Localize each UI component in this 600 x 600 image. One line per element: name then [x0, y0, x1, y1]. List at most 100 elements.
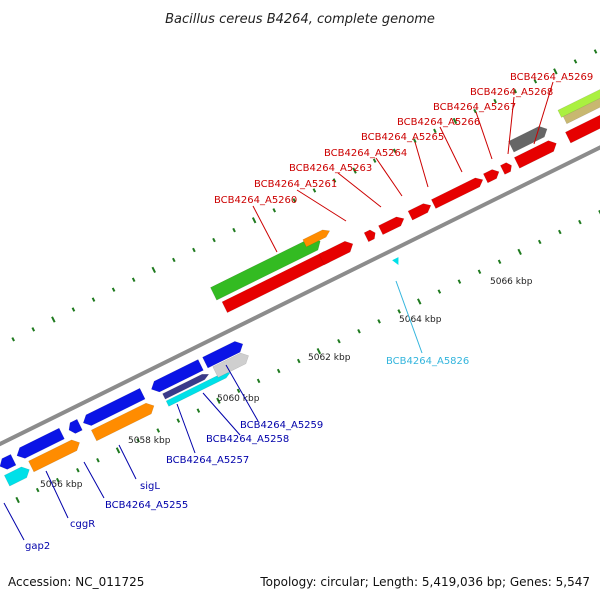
kbp-label-5058: 5058 kbp [128, 436, 171, 446]
gene-orange-2 [90, 402, 155, 442]
gene-label-A5261: BCB4264_A5261 [254, 179, 337, 190]
tick-mark [91, 297, 96, 302]
genome-backbone [0, 127, 600, 451]
tick-mark [517, 248, 522, 255]
gene-red-9 [513, 140, 557, 169]
tick-mark [558, 229, 562, 235]
tick-mark [71, 307, 76, 312]
gene-blue-2 [68, 418, 83, 434]
tick-marks [11, 49, 600, 504]
tick-mark [272, 208, 277, 213]
gene-red-3 [363, 229, 376, 243]
gene-label-gap2: gap2 [25, 541, 50, 552]
tick-mark [276, 368, 281, 374]
gene-cyan-marker [392, 257, 399, 265]
tick-mark [533, 79, 538, 84]
tick-mark [136, 438, 140, 443]
tick-row-bottom [15, 209, 600, 504]
gene-label-cggR: cggR [70, 519, 95, 530]
gene-navy [162, 374, 210, 400]
gene-cyan-edge [3, 466, 30, 487]
tick-mark [111, 287, 116, 292]
tick-mark [212, 237, 216, 243]
gene-blue-4 [151, 359, 204, 393]
tick-mark [15, 496, 20, 504]
tick-mark [131, 277, 136, 283]
gene-red-5 [407, 203, 432, 221]
tick-mark [537, 239, 542, 245]
tick-mark [31, 327, 36, 332]
tick-mark [352, 167, 357, 174]
tick-mark [232, 227, 236, 233]
gene-label-A5269: BCB4264_A5269 [510, 72, 593, 83]
gene-label-A5258: BCB4264_A5258 [206, 434, 289, 445]
gene-green [210, 237, 321, 301]
accession-text: Accession: NC_011725 [8, 575, 145, 589]
gene-label-A5264: BCB4264_A5264 [324, 148, 407, 159]
tick-mark [251, 217, 257, 224]
kbp-label-5060: 5060 kbp [217, 394, 260, 404]
gene-label-A5268: BCB4264_A5268 [470, 87, 553, 98]
tick-mark [156, 428, 160, 433]
tick-mark [372, 158, 377, 163]
gene-label-sigL: sigL [140, 481, 160, 492]
tick-mark [513, 88, 518, 94]
tick-mark [292, 198, 297, 203]
tick-mark [593, 49, 598, 54]
tick-mark [296, 358, 301, 364]
tick-mark [316, 347, 322, 355]
gene-blue-5 [202, 341, 244, 369]
gene-label-A5257: BCB4264_A5257 [166, 455, 249, 466]
gene-cyan [165, 372, 231, 407]
label-leader-lines [3, 81, 554, 541]
tick-mark [216, 397, 221, 404]
kbp-label-5062: 5062 kbp [308, 353, 351, 363]
gene-label-A5260: BCB4264_A5260 [214, 195, 297, 206]
gene-label-A5266: BCB4264_A5266 [397, 117, 480, 128]
gene-label-A5265: BCB4264_A5265 [361, 132, 444, 143]
gene-red-6 [431, 177, 484, 209]
gene-blue-3 [82, 387, 146, 426]
gene-red-7 [483, 169, 500, 184]
tick-mark [11, 337, 15, 342]
gene-red-4 [378, 216, 405, 236]
tick-row-top [11, 49, 598, 342]
tick-mark [477, 269, 482, 274]
tick-mark [256, 378, 261, 384]
kbp-label-5056: 5056 kbp [40, 480, 83, 490]
tick-mark [236, 388, 241, 394]
gene-label-A5255: BCB4264_A5255 [105, 500, 188, 511]
tick-mark [413, 138, 417, 144]
gene-lightgray [212, 352, 249, 378]
tick-mark [377, 319, 381, 324]
tick-mark [192, 247, 196, 253]
tick-mark [337, 338, 341, 344]
gene-red-2 [318, 240, 354, 266]
tick-mark [437, 289, 442, 294]
gene-blue-1 [16, 427, 65, 459]
tick-mark [332, 178, 337, 183]
tick-mark [96, 458, 100, 463]
tick-mark [172, 257, 176, 263]
tick-mark [392, 148, 397, 153]
tick-mark [497, 259, 502, 265]
genome-summary-text: Topology: circular; Length: 5,419,036 bp… [260, 575, 590, 589]
gene-red-10 [565, 101, 600, 144]
kbp-label-5066: 5066 kbp [490, 277, 533, 287]
gene-label-A5826: BCB4264_A5826 [386, 356, 469, 367]
tick-mark [573, 59, 578, 64]
map-title: Bacillus cereus B4264, complete genome [165, 12, 435, 27]
kbp-label-5064: 5064 kbp [399, 315, 442, 325]
tick-mark [417, 298, 422, 305]
tick-mark [312, 188, 317, 193]
gene-label-A5263: BCB4264_A5263 [289, 163, 372, 174]
gene-red-8 [500, 162, 512, 175]
gene-lime [557, 80, 600, 118]
gene-orange-top [302, 229, 331, 248]
tick-mark [493, 98, 497, 104]
tick-mark [56, 477, 60, 483]
tick-mark [76, 467, 80, 473]
gene-label-A5267: BCB4264_A5267 [433, 102, 516, 113]
gene-tan [562, 87, 600, 125]
